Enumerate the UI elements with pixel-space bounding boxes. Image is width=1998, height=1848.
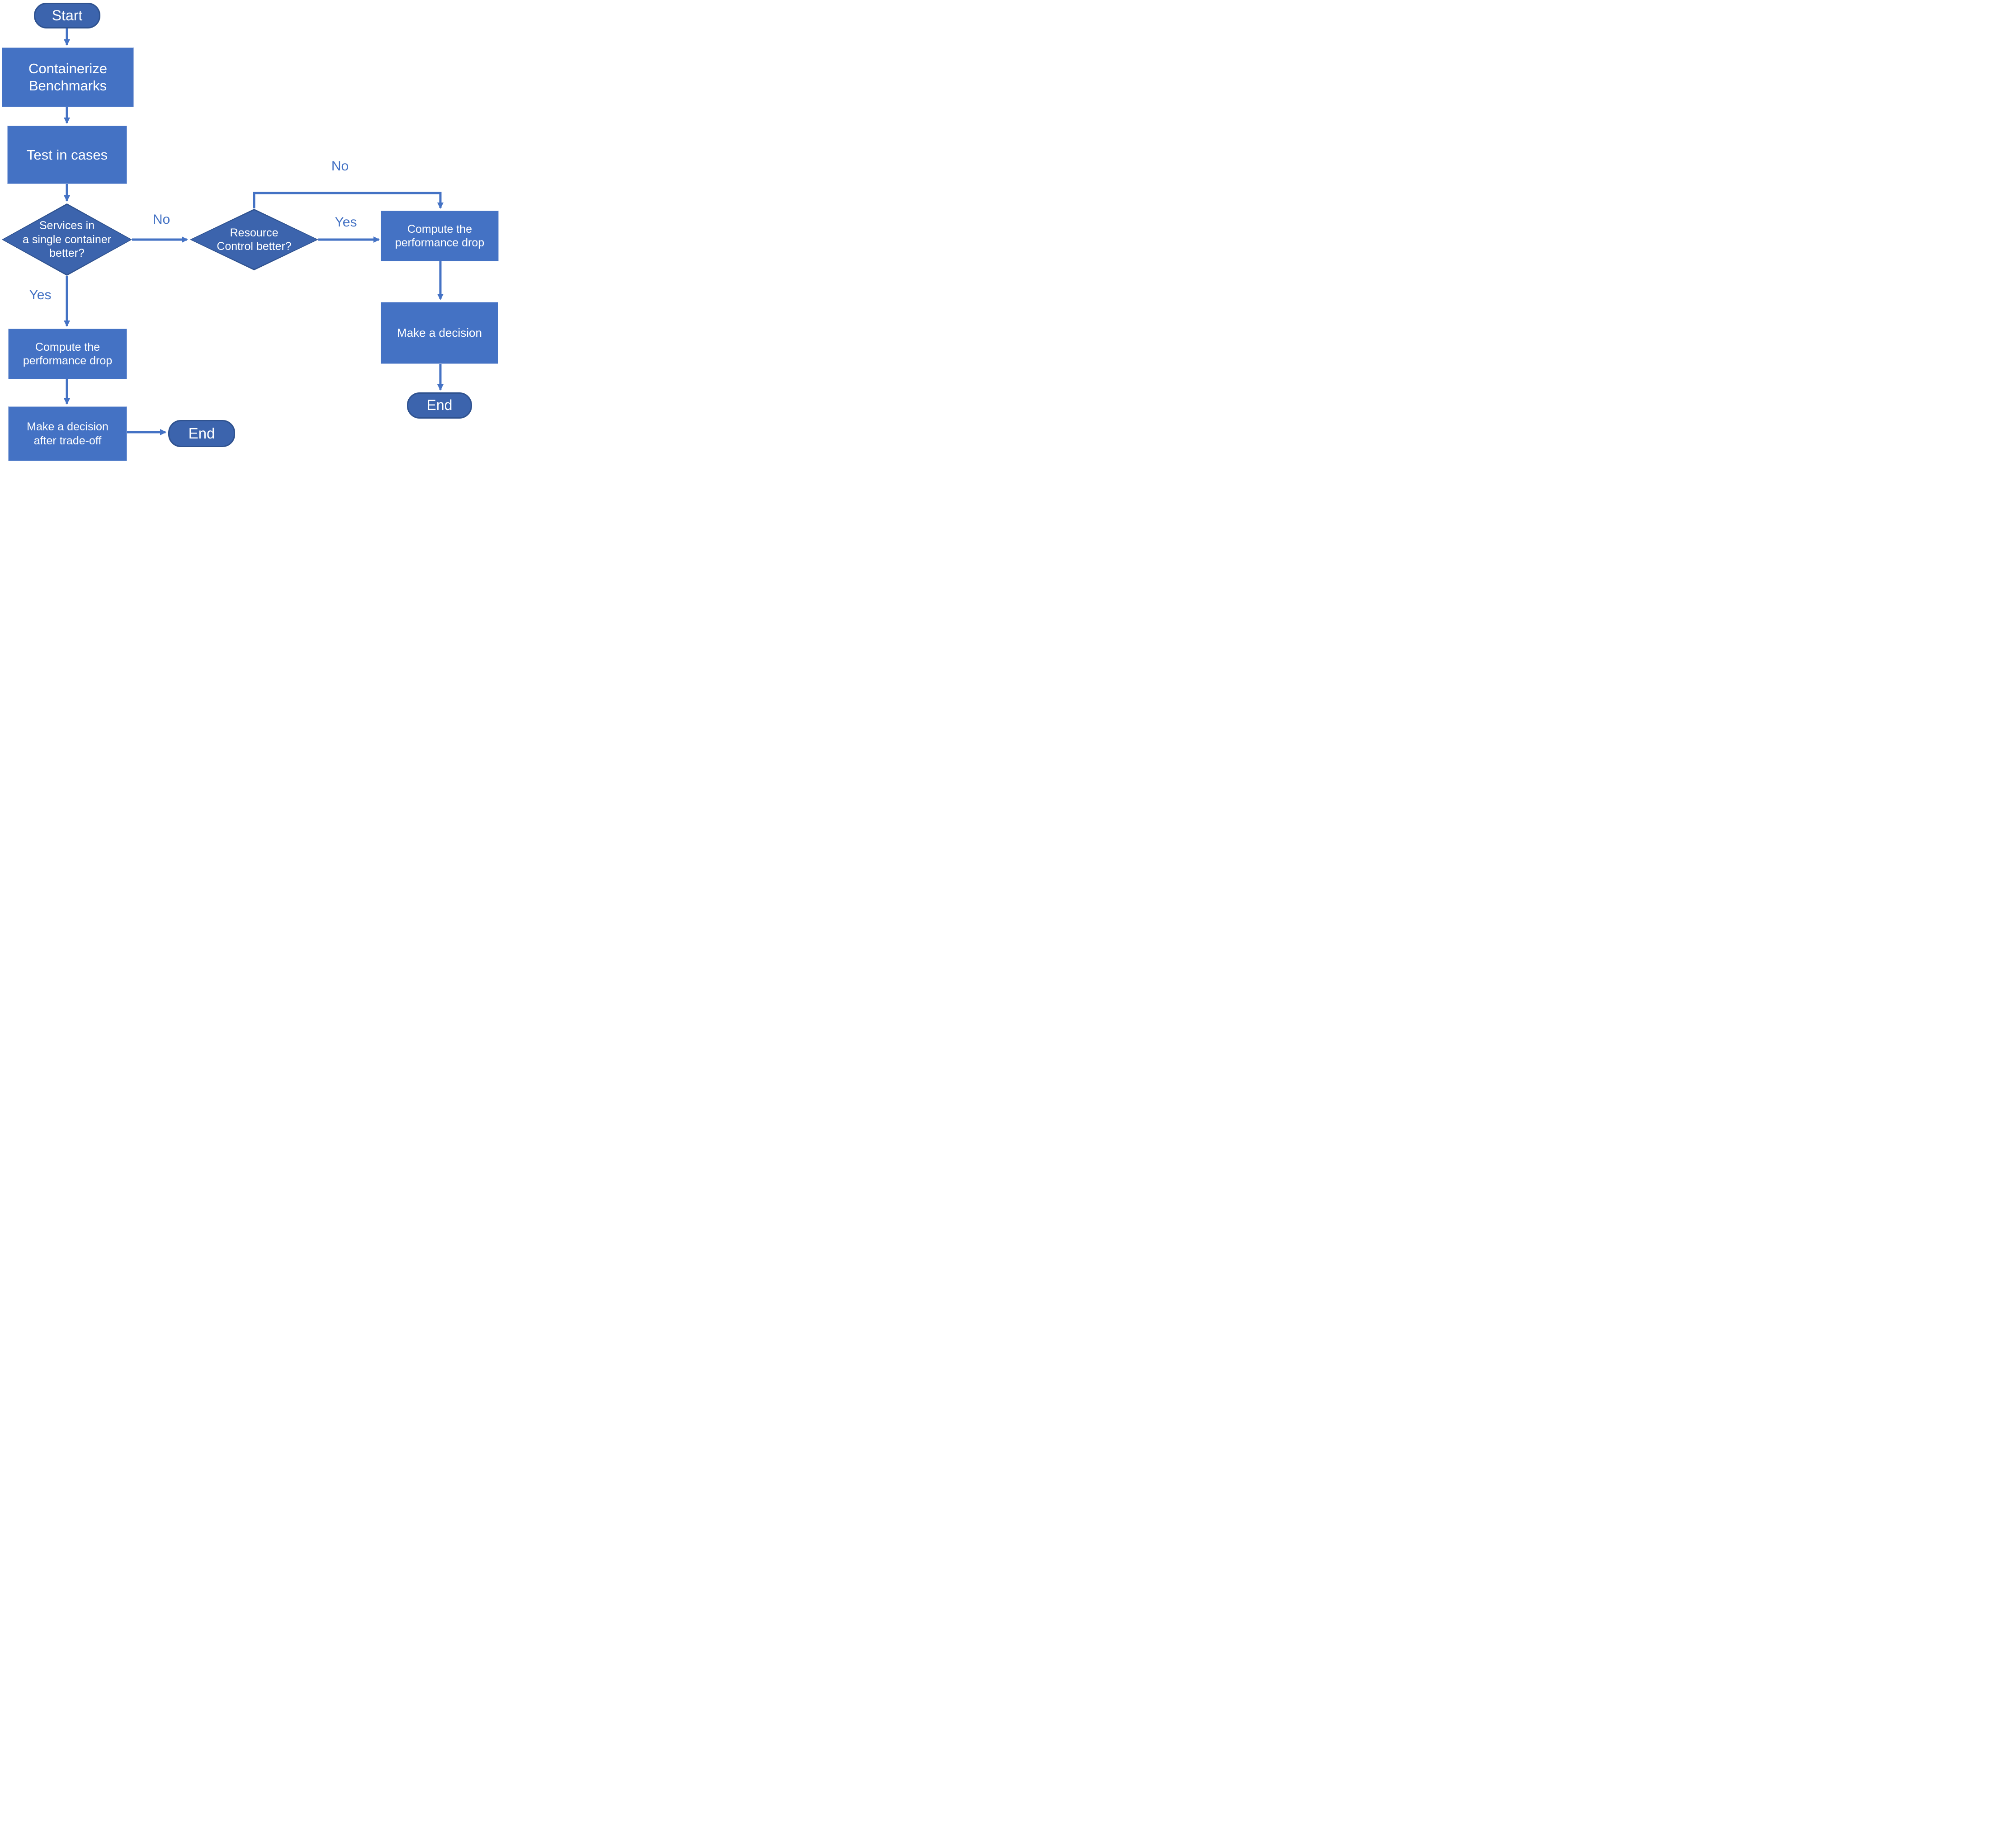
start-label: Start — [52, 7, 83, 24]
services-no-label: No — [152, 212, 170, 227]
compute-performance-drop-right-step: Compute the performance drop — [381, 211, 499, 261]
containerize-benchmarks-step: Containerize Benchmarks — [2, 47, 134, 107]
compute-left-line2: performance drop — [23, 354, 113, 367]
end-terminal-left: End — [168, 420, 235, 447]
services-single-container-decision: Services in a single container better? — [2, 203, 132, 276]
make-decision-step: Make a decision — [381, 302, 498, 364]
test-in-cases-label: Test in cases — [26, 146, 108, 163]
resource-yes-label: Yes — [335, 215, 357, 230]
make-decision-tradeoff-step: Make a decision after trade-off — [8, 406, 127, 461]
start-terminal: Start — [34, 3, 100, 28]
compute-right-line2: performance drop — [395, 236, 485, 249]
resource-no-label: No — [331, 159, 349, 174]
compute-left-line1: Compute the — [35, 340, 100, 354]
end-terminal-right: End — [407, 392, 472, 419]
services-decision-line2: a single container — [23, 233, 111, 246]
services-decision-line3: better? — [49, 247, 85, 260]
connector-layer — [64, 28, 444, 435]
services-decision-line1: Services in — [39, 219, 95, 232]
services-yes-label: Yes — [29, 288, 52, 302]
containerize-line1: Containerize — [28, 61, 108, 77]
test-in-cases-step: Test in cases — [7, 126, 127, 184]
flowchart-canvas: Start Containerize Benchmarks Test in ca… — [0, 0, 500, 462]
compute-right-line1: Compute the — [407, 222, 472, 236]
resource-decision-line1: Resource — [230, 226, 279, 239]
end-left-label: End — [188, 424, 215, 442]
edge-resource-no-to-compute-right — [253, 192, 444, 209]
end-right-label: End — [426, 397, 453, 414]
tradeoff-line1: Make a decision — [27, 420, 109, 433]
resource-decision-line2: Control better? — [217, 240, 292, 253]
compute-performance-drop-left-step: Compute the performance drop — [8, 329, 127, 379]
tradeoff-line2: after trade-off — [33, 434, 102, 447]
make-decision-label: Make a decision — [397, 325, 482, 339]
resource-control-decision: Resource Control better? — [190, 209, 318, 270]
containerize-line2: Benchmarks — [28, 78, 107, 94]
